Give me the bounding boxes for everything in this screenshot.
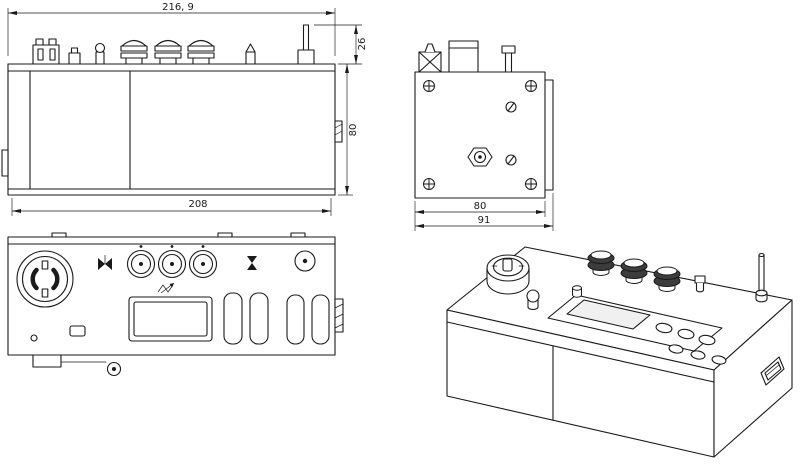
side-dimension-lines [414,193,554,231]
device-body-side [414,71,554,199]
panel-button-2 [249,292,269,345]
bottom-screw [106,361,122,377]
small-button [69,325,86,337]
side-port-panel [334,298,344,333]
corner-screw-tl [423,80,435,92]
isometric-view [446,246,793,458]
terminal-block [32,38,60,65]
iso-display-tray [547,294,723,352]
iso-sensor-rod [755,252,768,303]
dim-side-body-label: 80 [474,201,487,212]
block-connector-side [448,40,479,73]
panel-button-4 [311,294,330,345]
display [128,296,213,342]
panel-button-1 [223,292,243,345]
iso-main-socket [486,254,530,295]
dim-base-width-label: 208 [188,199,207,210]
ribbed-knob-2 [154,39,182,65]
t-bolt [501,45,516,73]
iso-ball-knob [526,289,540,311]
side-port-front [334,120,343,143]
dim-connector-height-label: 26 [357,38,368,51]
panel-buttons [223,292,330,345]
flow-symbol [157,282,175,294]
dim-overall-width-label: 216, 9 [162,2,194,13]
ball-post [94,42,106,65]
corner-screw-bl [423,178,435,190]
locking-socket [16,250,74,308]
iso-io-connector [760,356,785,386]
corner-screw-tr [525,80,537,92]
corner-screw-br [525,178,537,190]
side-top-connectors [418,40,516,73]
valve-symbol-2 [247,256,257,270]
panel-button-3 [286,294,305,345]
vent-valve [245,43,256,65]
small-connector [68,47,81,65]
dim-body-height-label: 80 [348,124,359,137]
mounting-foot [32,354,107,368]
top-connectors-front [32,24,315,65]
led-indicator [30,334,38,342]
slotted-screw-1 [505,101,517,113]
ribbed-knob-1 [120,39,148,65]
iso-post-1 [572,285,582,298]
ribbed-knob-3 [187,39,215,65]
front-elevation-view: 216, 9 26 80 208 [1,2,368,216]
slotted-screw-2 [505,154,517,166]
x-connector [418,43,442,73]
front-dimension-lines [7,8,362,216]
iso-post-2 [694,275,706,293]
pilot-indicator [294,250,316,272]
hex-fitting [467,147,493,167]
iso-front-buttons [668,344,727,365]
valve-symbol-1 [98,255,112,270]
dim-side-overall-label: 91 [478,215,491,226]
side-view: 80 91 [414,40,554,231]
front-panel-view [7,232,344,377]
device-body-front [1,63,336,196]
sensor-rod [297,24,315,65]
